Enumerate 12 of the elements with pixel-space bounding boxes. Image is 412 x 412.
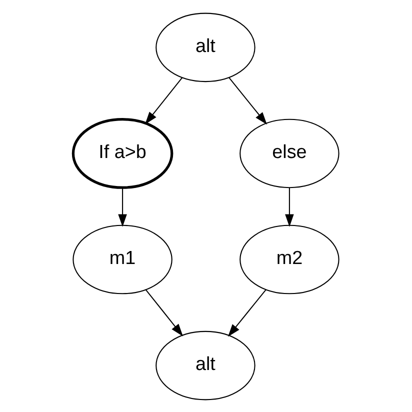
node-ellipse: m1: [72, 224, 172, 294]
node-ellipse: alt: [156, 12, 256, 82]
node-ellipse: m2: [240, 224, 340, 294]
arrow: [145, 288, 184, 336]
node-ellipse: else: [240, 118, 340, 188]
arrow: [228, 288, 266, 336]
arrow: [144, 76, 183, 124]
node-ellipse: If a>b: [72, 118, 174, 188]
arrow: [228, 76, 268, 124]
node-ellipse: alt: [156, 330, 256, 400]
arrow: [285, 187, 294, 226]
arrow: [118, 187, 127, 226]
